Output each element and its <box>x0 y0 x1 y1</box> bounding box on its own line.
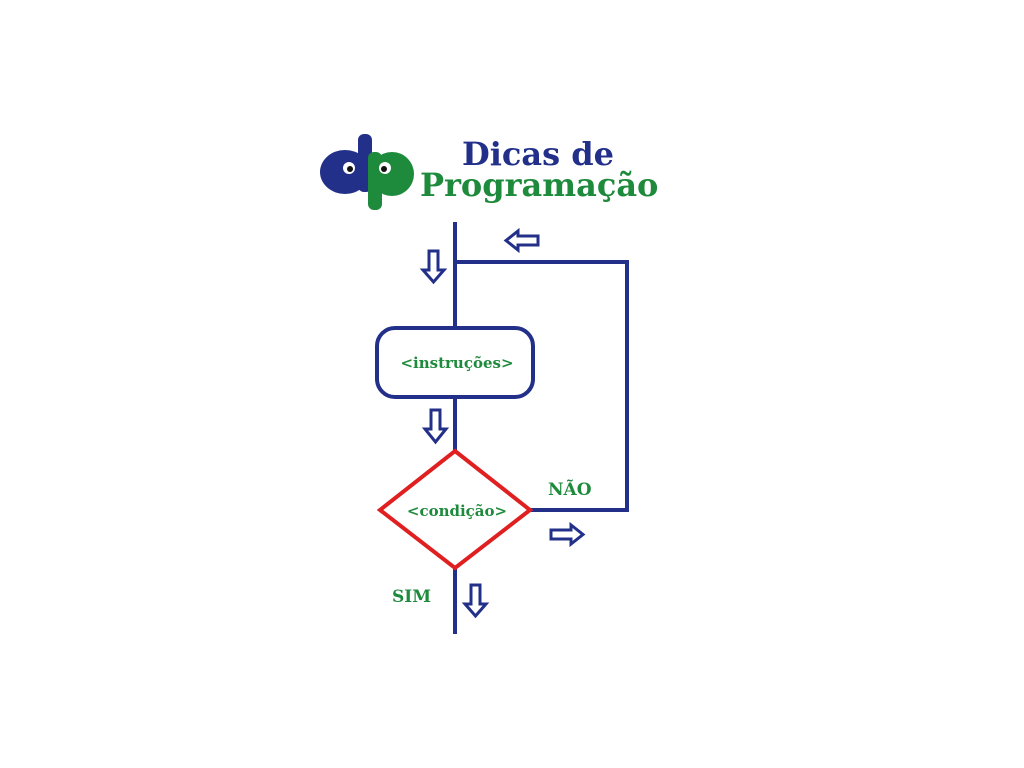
line-loop-back <box>453 260 629 512</box>
process-label: <instruções> <box>400 354 513 372</box>
logo-line-1: Dicas de <box>462 135 614 173</box>
logo-mark-p <box>368 152 414 210</box>
arrow-down-icon <box>421 408 450 445</box>
arrow-right-icon <box>549 521 586 548</box>
arrow-down-icon <box>419 249 448 285</box>
flow-lines <box>453 222 629 634</box>
yes-label: SIM <box>392 587 431 607</box>
decision-node: <condição> <box>376 448 534 571</box>
process-node: <instruções> <box>375 326 535 399</box>
arrow-down-icon <box>461 583 490 619</box>
decision-label: <condição> <box>407 502 507 520</box>
no-label: NÃO <box>548 478 592 500</box>
arrow-left-icon <box>503 227 540 254</box>
logo-mark-d <box>320 134 372 194</box>
logo: Dicas de Programação <box>320 134 658 210</box>
logo-line-2: Programação <box>420 166 658 204</box>
